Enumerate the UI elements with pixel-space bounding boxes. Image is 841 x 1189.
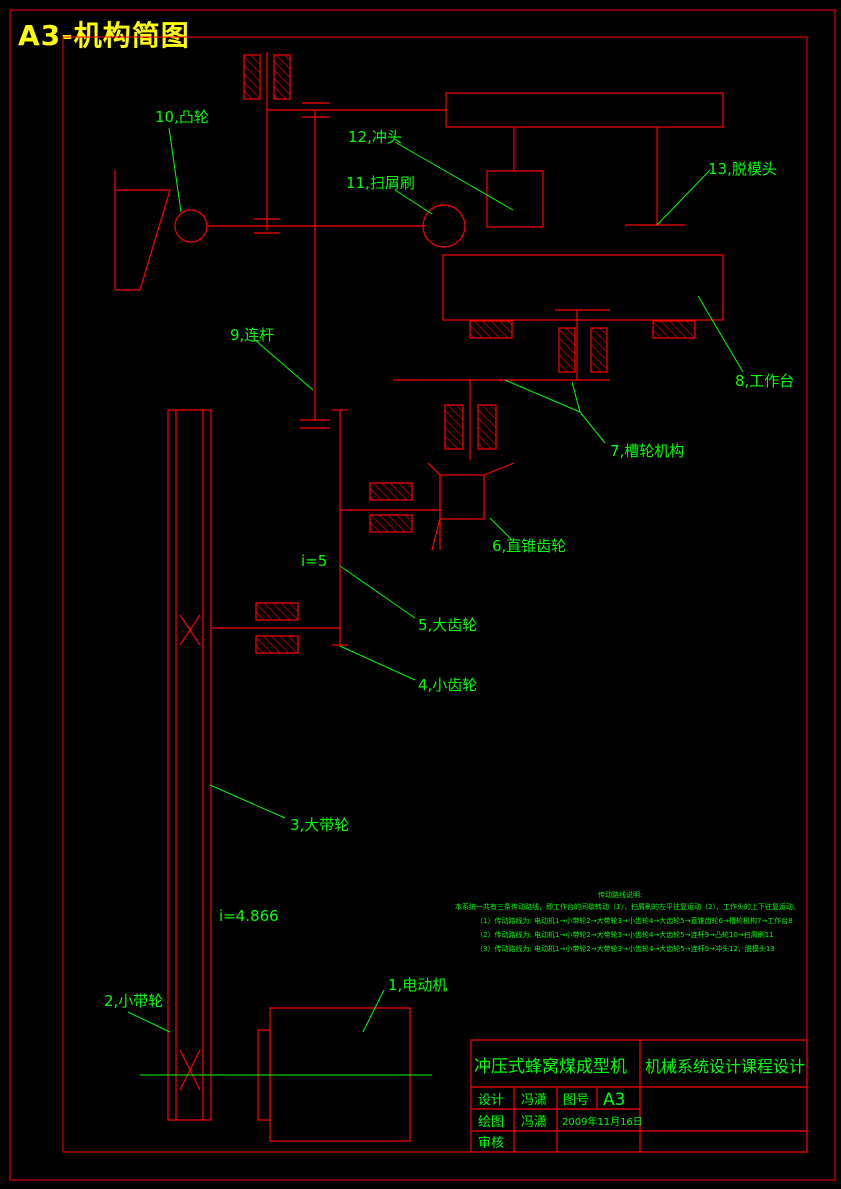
notes-intro: 本系统一共有三条传动路线，即工作台的间歇转动（1），扫屑刷的左平往复运动（2），… <box>455 902 800 911</box>
rod-joint <box>300 419 330 429</box>
tb-course: 机械系统设计课程设计 <box>645 1057 805 1076</box>
title-block <box>470 1039 808 1153</box>
bevel-gear <box>427 462 515 551</box>
page-title: A3-机构简图 <box>18 19 190 52</box>
label-small-gear: 4,小齿轮 <box>418 676 477 694</box>
tb-product: 冲压式蜂窝煤成型机 <box>474 1057 627 1077</box>
table-supports <box>469 320 696 339</box>
tb-review-label: 审核 <box>478 1136 504 1151</box>
notes-line-1: （1）传动路线为: 电动机1→小带轮2→大带轮3→小齿轮4→大齿轮5→直锥齿轮6… <box>476 916 793 925</box>
label-big-pulley: 3,大带轮 <box>290 816 349 834</box>
tb-designer: 冯潇 <box>521 1093 547 1108</box>
punch-crossbeam <box>445 92 724 128</box>
geneva-bearing <box>444 404 497 450</box>
label-big-gear: 5,大齿轮 <box>418 616 477 634</box>
label-ratio-belt: i=4.866 <box>219 907 279 925</box>
label-geneva: 7,槽轮机构 <box>610 442 684 460</box>
label-rod: 9,连杆 <box>230 326 274 344</box>
punch-head <box>486 170 544 228</box>
label-table: 8,工作台 <box>735 372 794 390</box>
brush <box>422 204 466 248</box>
label-motor: 1,电动机 <box>388 976 447 994</box>
top-joint <box>302 102 330 118</box>
small-pulley-mark <box>179 1049 201 1091</box>
top-bearing <box>243 54 291 100</box>
big-pulley-mark <box>179 614 201 646</box>
tb-draw-label: 绘图 <box>478 1115 504 1130</box>
table-spindle-bearing <box>558 327 608 373</box>
cam-follower <box>115 189 171 291</box>
belt <box>167 409 212 1121</box>
label-small-pulley: 2,小带轮 <box>104 992 163 1010</box>
small-gear-bearing <box>255 602 299 654</box>
notes-line-2: （2）传动路线为: 电动机1→小带轮2→大带轮3→小齿轮4→大齿轮5→连杆9→凸… <box>476 930 774 939</box>
tb-design-label: 设计 <box>478 1093 504 1108</box>
label-cam: 10,凸轮 <box>155 108 209 126</box>
notes-heading: 传动路线说明: <box>598 890 642 899</box>
tb-date: 2009年11月16日 <box>562 1115 643 1128</box>
label-bevel: 6,直锥齿轮 <box>492 537 566 555</box>
outer-frame <box>9 9 836 1181</box>
cam <box>174 209 208 243</box>
label-brush: 11,扫屑刷 <box>346 174 415 192</box>
inner-frame <box>62 36 808 1153</box>
notes-line-3: （3）传动路线为: 电动机1→小带轮2→大带轮3→小齿轮4→大齿轮5→连杆9→冲… <box>476 944 775 953</box>
label-ratio-gear: i=5 <box>301 552 327 570</box>
brush-shaft-joint <box>254 218 280 234</box>
bevel-bearing <box>369 482 413 533</box>
tb-drawing-no: A3 <box>603 1090 625 1110</box>
work-table <box>442 254 724 321</box>
label-stripper: 13,脱模头 <box>708 160 777 178</box>
tb-drafter: 冯潇 <box>521 1115 547 1130</box>
tb-drawing-no-label: 图号 <box>563 1093 589 1108</box>
label-punch: 12,冲头 <box>348 128 402 146</box>
